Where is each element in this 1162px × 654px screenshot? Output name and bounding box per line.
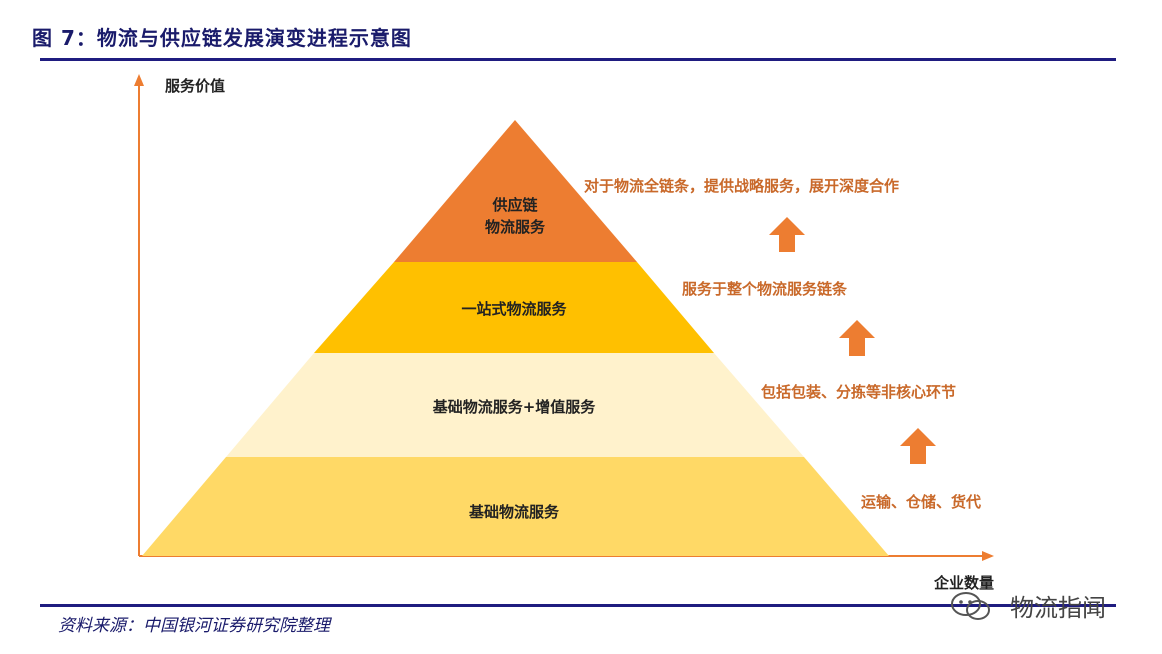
y-axis-arrowhead — [134, 74, 144, 86]
pyramid-level-3 — [226, 353, 804, 457]
level-4-label: 基础物流服务 — [468, 503, 560, 521]
up-arrow-icon-1 — [769, 217, 805, 252]
y-axis-label: 服务价值 — [165, 77, 225, 95]
pyramid-level-4-base — [142, 457, 889, 556]
description-3: 包括包装、分拣等非核心环节 — [761, 383, 956, 401]
bottom-rule — [40, 604, 1116, 607]
up-arrow-icon-3 — [900, 428, 936, 464]
x-axis-label: 企业数量 — [933, 574, 994, 592]
description-2: 服务于整个物流服务链条 — [682, 280, 848, 298]
x-axis-arrowhead — [982, 551, 994, 561]
pyramid-level-1-top — [394, 120, 637, 262]
level-1-label-line2: 物流服务 — [485, 218, 546, 236]
top-rule — [40, 58, 1116, 61]
level-3-label: 基础物流服务+增值服务 — [432, 398, 597, 416]
level-2-label: 一站式物流服务 — [461, 300, 567, 318]
up-arrow-icon-2 — [839, 320, 875, 356]
wechat-logo-icon — [951, 592, 990, 620]
figure-title: 图 7：物流与供应链发展演变进程示意图 — [32, 26, 412, 50]
description-4: 运输、仓储、货代 — [861, 493, 981, 511]
pyramid-level-2 — [314, 262, 714, 353]
description-1: 对于物流全链条，提供战略服务，展开深度合作 — [584, 177, 899, 195]
figure-source: 资料来源：中国银河证券研究院整理 — [58, 616, 330, 636]
watermark-text: 物流指闻 — [1010, 594, 1106, 622]
level-1-label-line1: 供应链 — [491, 196, 538, 214]
